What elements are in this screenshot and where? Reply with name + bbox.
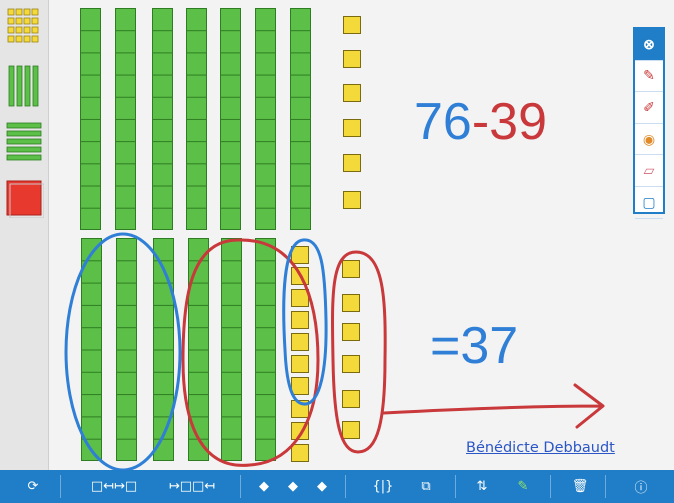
tens-rod[interactable] xyxy=(115,8,136,230)
trash-button[interactable]: 🗑 xyxy=(568,470,592,503)
eraser-icon: ▱ xyxy=(643,162,655,179)
fill-1-button[interactable]: ◆ xyxy=(253,470,275,503)
unit-cube[interactable] xyxy=(342,323,360,341)
unit-cube[interactable] xyxy=(343,84,361,102)
unit-cube[interactable] xyxy=(291,444,309,462)
minuend: 76 xyxy=(414,93,472,151)
tens-rod[interactable] xyxy=(220,8,241,230)
tens-rod[interactable] xyxy=(80,8,101,230)
toolbar-divider xyxy=(605,475,606,498)
tens-horizontal-palette-item[interactable] xyxy=(6,122,42,164)
arrange-icon: ⇅ xyxy=(476,479,488,494)
unit-cube[interactable] xyxy=(343,50,361,68)
highlighter-icon: ✎ xyxy=(517,479,529,494)
blue-loop-tens xyxy=(64,232,182,472)
red-arrow xyxy=(382,383,605,429)
drop-icon: ◆ xyxy=(288,479,298,494)
block-palette xyxy=(0,0,49,470)
red-loop-units xyxy=(331,250,387,454)
close-icon: ⊗ xyxy=(643,35,655,52)
toolbar-divider xyxy=(455,475,456,498)
unit-cube[interactable] xyxy=(342,421,360,439)
unit-cube[interactable] xyxy=(343,191,361,209)
group-icon: ↦□□↤ xyxy=(168,479,216,494)
tens-rod[interactable] xyxy=(290,8,311,230)
vertical-rods-icon xyxy=(8,65,39,107)
fill-3-button[interactable]: ◆ xyxy=(311,470,333,503)
tens-rod[interactable] xyxy=(255,238,276,461)
unit-cube[interactable] xyxy=(291,333,309,351)
trash-icon: 🗑 xyxy=(571,479,589,494)
toolbar-divider xyxy=(240,475,241,498)
toolbar-divider xyxy=(550,475,551,498)
unit-cubes-icon xyxy=(7,8,39,43)
hundreds-palette-item[interactable] xyxy=(6,180,45,219)
tens-rod[interactable] xyxy=(188,238,209,461)
fill-2-button[interactable]: ◆ xyxy=(282,470,304,503)
blue-loop-units xyxy=(282,238,328,406)
tens-rod[interactable] xyxy=(152,8,173,230)
drawing-tools-panel: ⊗ ✎ ✐ ◉ ▱ ▢ xyxy=(633,27,665,219)
horizontal-rods-icon xyxy=(6,122,42,161)
highlighter-button[interactable]: ✎ xyxy=(510,470,536,503)
difference-result: =37 xyxy=(430,317,519,375)
duplicate-button[interactable]: ⧉ xyxy=(412,470,440,503)
pen-tool-button[interactable]: ✎ xyxy=(635,61,663,93)
tens-rod[interactable] xyxy=(221,238,242,461)
author-credit-link[interactable]: Bénédicte Debbaudt xyxy=(466,440,615,456)
unit-cube[interactable] xyxy=(291,311,309,329)
arrange-button[interactable]: ⇅ xyxy=(468,470,496,503)
group-button[interactable]: ↦□□↤ xyxy=(162,470,222,503)
unit-cube[interactable] xyxy=(342,260,360,278)
red-loop-tens xyxy=(181,238,320,467)
tens-rod[interactable] xyxy=(81,238,102,461)
flip-button[interactable]: {|} xyxy=(368,470,398,503)
tens-rod[interactable] xyxy=(153,238,174,461)
duplicate-icon: ⧉ xyxy=(421,479,431,494)
unit-cube[interactable] xyxy=(291,377,309,395)
unit-cube[interactable] xyxy=(343,119,361,137)
pen-icon: ✎ xyxy=(643,67,655,84)
unit-cube[interactable] xyxy=(343,154,361,172)
close-button[interactable]: ⊗ xyxy=(635,29,663,61)
marker-icon: ✐ xyxy=(643,98,655,115)
marker-tool-button[interactable]: ✐ xyxy=(635,92,663,124)
notes-tool-button[interactable]: ▢ xyxy=(635,187,663,219)
unit-cube[interactable] xyxy=(342,390,360,408)
unit-cube[interactable] xyxy=(291,355,309,373)
toolbar-divider xyxy=(345,475,346,498)
bottom-toolbar: ⟳ □↤↦□ ↦□□↤ ◆ ◆ ◆ {|} ⧉ ⇅ ✎ 🗑 ⓘ xyxy=(0,470,674,503)
subtraction-problem: 76-39 xyxy=(414,92,547,152)
minus-sign: - xyxy=(471,93,490,151)
tens-rod[interactable] xyxy=(255,8,276,230)
color-wheel-icon: ◉ xyxy=(642,130,656,147)
break-apart-button[interactable]: □↤↦□ xyxy=(85,470,143,503)
toolbar-divider xyxy=(60,475,61,498)
note-icon: ▢ xyxy=(642,193,656,210)
refresh-icon: ⟳ xyxy=(27,479,39,494)
flip-icon: {|} xyxy=(372,479,394,494)
break-apart-icon: □↤↦□ xyxy=(90,479,138,494)
info-icon: ⓘ xyxy=(634,481,648,496)
tens-rod[interactable] xyxy=(116,238,137,461)
subtrahend: 39 xyxy=(489,93,548,151)
color-picker-button[interactable]: ◉ xyxy=(635,124,663,156)
unit-cube[interactable] xyxy=(342,294,360,312)
drop-icon: ◆ xyxy=(317,479,327,494)
drop-icon: ◆ xyxy=(259,479,269,494)
unit-cube[interactable] xyxy=(342,355,360,373)
units-palette-item[interactable] xyxy=(7,8,41,48)
tens-palette-item[interactable] xyxy=(8,65,40,107)
eraser-tool-button[interactable]: ▱ xyxy=(635,155,663,187)
tens-rod[interactable] xyxy=(186,8,207,230)
info-button[interactable]: ⓘ xyxy=(628,470,654,503)
unit-cube[interactable] xyxy=(291,246,309,264)
unit-cube[interactable] xyxy=(343,16,361,34)
reset-button[interactable]: ⟳ xyxy=(18,470,48,503)
